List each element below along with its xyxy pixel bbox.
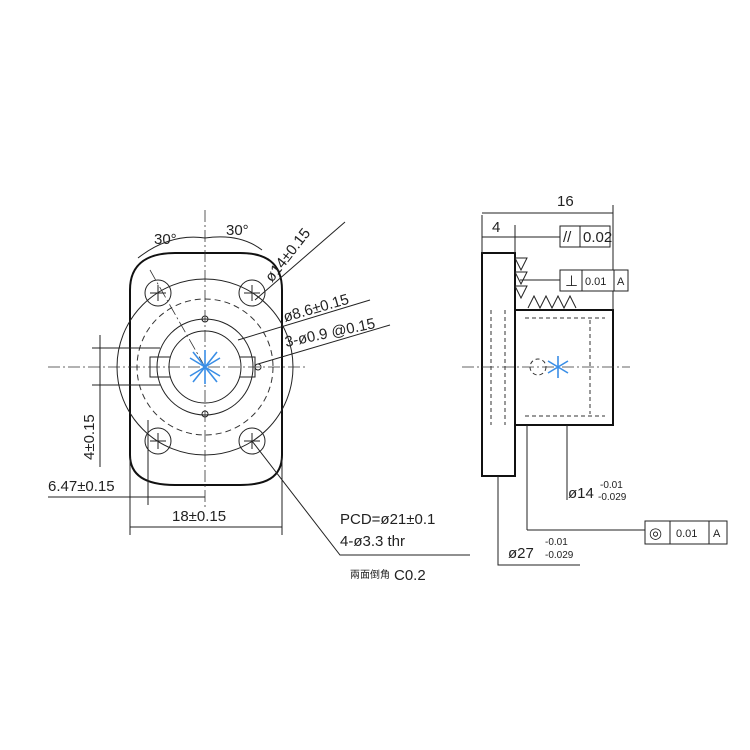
- dia-14-upper: -0.01: [600, 480, 623, 491]
- mark-tl: [150, 285, 166, 301]
- tol-conc-sym: ◎: [649, 525, 662, 542]
- pcd-label: PCD=ø21±0.1: [340, 511, 435, 528]
- dia-27-label: ø27: [508, 545, 534, 562]
- tol-conc-ref: A: [713, 528, 721, 540]
- leader-small-holes: [257, 324, 391, 365]
- mount-hole-tl: [144, 279, 172, 307]
- body-side: [514, 309, 614, 426]
- chamfer-note-val: C0.2: [394, 567, 426, 584]
- dia-27-lower: -0.029: [545, 550, 574, 561]
- angle-right-label: 30°: [226, 222, 249, 239]
- chamfer-note-cjk: 兩面倒角: [350, 569, 390, 581]
- angle-left-label: 30°: [154, 231, 177, 248]
- mount-holes-label: 4-ø3.3 thr: [340, 533, 405, 550]
- leader-pcd: [251, 440, 470, 556]
- mount-hole-tr: [238, 279, 266, 307]
- tol-conc-val: 0.01: [676, 528, 697, 540]
- front-view: 30° 30° ø14±0.15 ø8.6±0.15 3-ø0.9 @0.15 …: [48, 210, 470, 584]
- finish-marks-2: [527, 294, 577, 310]
- mount-hole-bl: [144, 427, 172, 455]
- length-16-label: 16: [557, 193, 574, 210]
- height-4-label: 4±0.15: [81, 414, 98, 460]
- flange-side: [481, 252, 516, 477]
- dia-27-upper: -0.01: [545, 537, 568, 548]
- side-star-mark: [547, 356, 569, 378]
- tol-conc-box: [644, 520, 728, 545]
- finish-marks-1: [514, 257, 528, 300]
- tol-perp-ref: A: [617, 276, 625, 288]
- tol-parallel-box: [559, 225, 611, 248]
- length-4-label: 4: [492, 219, 500, 236]
- dia-inner-label: ø8.6±0.15: [281, 291, 351, 326]
- tol-perp-sym: ⊥: [565, 273, 578, 290]
- center-star-mark: [189, 350, 221, 384]
- tol-perp-box: [559, 269, 629, 292]
- tol-parallel-val: 0.02: [583, 229, 612, 246]
- mark-tr: [244, 285, 260, 301]
- dia-14-lower: -0.029: [598, 492, 627, 503]
- leader-dia86: [237, 299, 371, 341]
- width-18-label: 18±0.15: [172, 508, 226, 525]
- mark-bl: [150, 433, 166, 449]
- angle-arc-right: [204, 236, 263, 251]
- angle-arc-left: [137, 236, 206, 259]
- offset-647-label: 6.47±0.15: [48, 478, 115, 495]
- center-line-30l: [149, 269, 206, 368]
- tol-parallel-sym: //: [563, 229, 572, 246]
- side-view: 16 4 // 0.02 ⊥ 0.01 A ø14 -0.01 -0.029 ø…: [462, 193, 728, 566]
- leader-dia27: [497, 476, 580, 566]
- tol-perp-val: 0.01: [585, 276, 606, 288]
- dia-14-label: ø14: [568, 485, 594, 502]
- leader-dia14: [254, 221, 346, 301]
- flange-outline: [129, 252, 283, 486]
- mount-hole-br: [238, 427, 266, 455]
